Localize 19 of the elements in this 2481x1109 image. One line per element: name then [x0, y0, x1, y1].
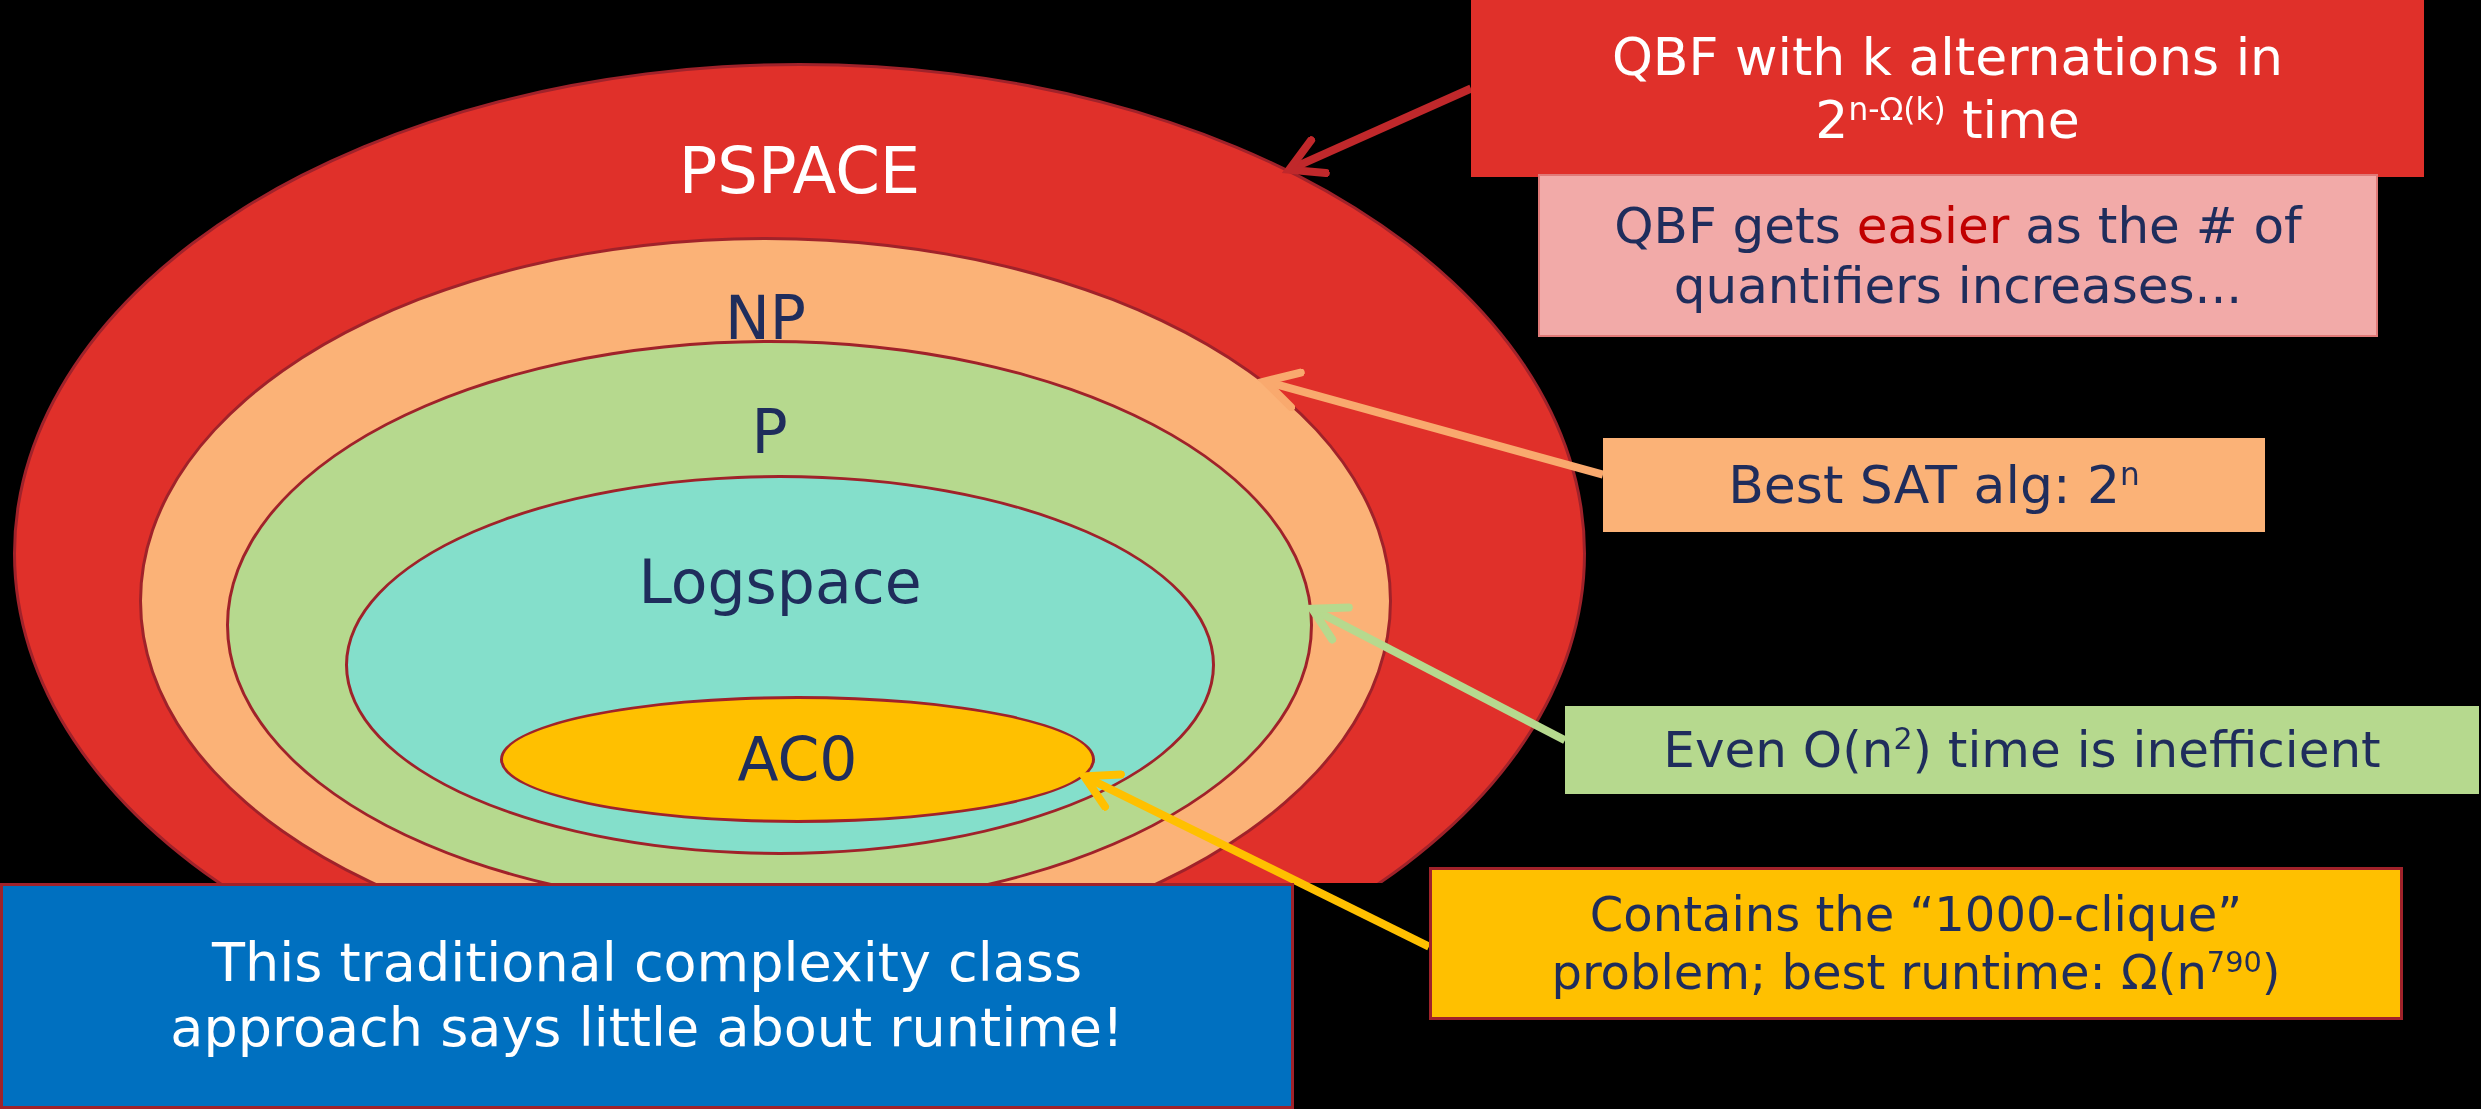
note-text: Contains the “1000-clique” problem; best runtime: Ω(n$^{790}$) [1550, 885, 2282, 1002]
arrow [1285, 84, 1473, 178]
note-box [1565, 706, 2479, 794]
note-box [1471, 0, 2424, 177]
note-box [1603, 438, 2265, 532]
note-text: This traditional complexity class approach says little about runtime! [169, 931, 1125, 1061]
class-label: AC0 [737, 729, 858, 789]
class-label: NP [724, 288, 807, 348]
note-text: Even O(n$^{2}$) time is inefficient [1663, 720, 2381, 780]
note-text: Best SAT alg: 2$^{n}$ [1728, 453, 2140, 517]
callout-box [0, 883, 1294, 1109]
note-box [1538, 174, 2378, 337]
class-label: PSPACE [678, 139, 921, 203]
arrow [1080, 770, 1431, 951]
note-text: QBF with k alternations in 2$^{n-Ω(k)}$ time [1610, 26, 2285, 151]
note-box [1429, 867, 2403, 1020]
note-text: QBF gets easier as the # of quantifiers increases... [1613, 195, 2304, 316]
class-label: P [751, 402, 788, 462]
arrow [1308, 603, 1567, 744]
